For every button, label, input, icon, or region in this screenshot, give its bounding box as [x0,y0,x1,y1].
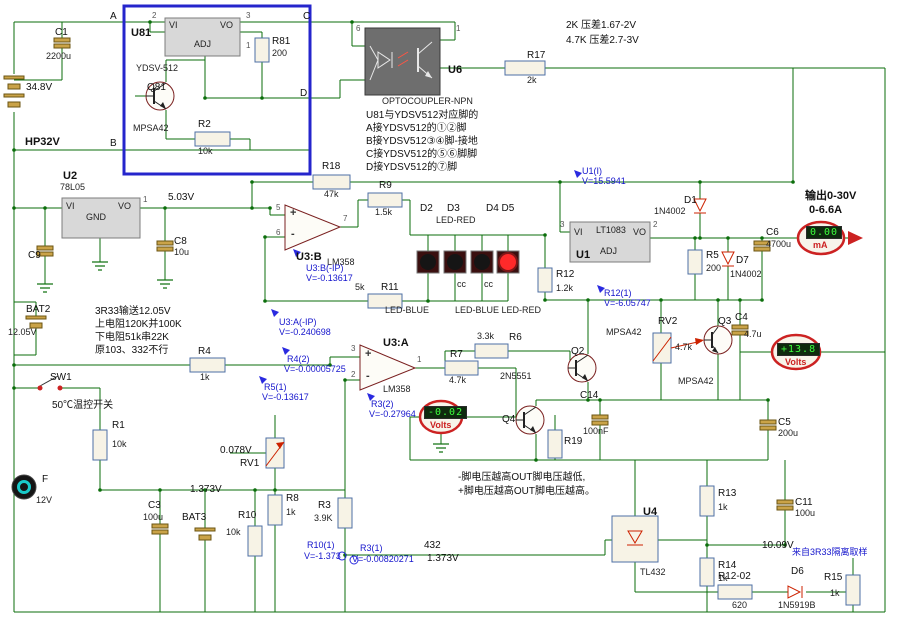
capacitor-c5[interactable] [760,420,776,430]
ground-icon [37,284,53,292]
resistor-r7[interactable] [445,361,478,375]
junction-dots [12,20,795,557]
resistor-r17[interactable] [505,61,545,75]
probe-arrow-icon [367,393,375,401]
resistor-r1202[interactable] [718,585,752,599]
resistor-r19[interactable] [548,430,562,458]
fuse-icon[interactable] [12,475,36,499]
wire [14,300,885,612]
diode-d1[interactable] [694,199,706,213]
resistor-r2[interactable] [195,132,230,146]
wire [14,388,853,612]
battery-bat3[interactable] [195,528,215,540]
resistor-r8[interactable] [268,495,282,525]
capacitor-c1[interactable] [54,38,70,48]
ammeter[interactable] [798,222,844,254]
ground-symbols [37,262,449,452]
diode-d6[interactable] [788,586,802,598]
ic-u81[interactable] [165,18,240,56]
resistor-r12[interactable] [538,268,552,292]
selection-box [124,6,310,174]
probe-arrow-icon [574,170,582,178]
switch-sw1[interactable] [37,376,63,391]
battery-hp32v[interactable] [4,76,24,107]
potentiometer-rv2[interactable] [653,333,704,363]
capacitor-c11[interactable] [777,500,793,510]
probe-arrow-icon [597,285,605,293]
led-d2[interactable] [417,251,439,273]
wire-layer[interactable] [14,22,885,612]
transistor-q81[interactable] [146,82,174,110]
ground-icon [92,262,108,270]
led-d4[interactable] [471,251,493,273]
output-arrow-icon [848,231,863,245]
resistor-r81[interactable] [255,38,269,62]
voltmeter-monitor[interactable] [420,401,462,433]
probe-arrow-icon [259,376,267,384]
capacitor-c3[interactable] [152,524,168,534]
resistor-r1[interactable] [93,430,107,460]
probe-arrow-icon [293,249,301,257]
probe-arrow-icon [282,347,290,355]
probe-arrows[interactable] [259,170,605,564]
capacitor-c8[interactable] [157,241,173,251]
wire [14,22,885,612]
capacitor-c9[interactable] [37,246,53,256]
ground-icon [157,280,173,288]
transistor-q2[interactable] [568,354,596,382]
resistor-r11[interactable] [368,294,402,308]
resistor-r13[interactable] [700,486,714,516]
resistor-r4[interactable] [190,358,225,372]
wire [14,182,848,301]
opamp-u3b[interactable] [285,205,340,250]
led-d3[interactable] [444,251,466,273]
probe-circle-icon [338,552,346,560]
resistor-r6[interactable] [475,344,508,358]
resistor-r18[interactable] [313,175,350,189]
diode-d7[interactable] [722,252,734,266]
resistor-r5[interactable] [688,250,702,274]
resistor-r15[interactable] [846,575,860,605]
ic-u2[interactable] [62,198,140,238]
opamp-u3a[interactable] [360,345,415,390]
probe-arrow-icon [271,309,279,317]
transistor-q4[interactable] [516,406,544,434]
ic-u6-optocoupler[interactable] [365,28,440,95]
voltmeter-output[interactable] [772,335,820,369]
potentiometer-rv1[interactable] [266,438,284,468]
ic-u1[interactable] [570,222,650,262]
led-d5-lit[interactable] [497,251,519,273]
ground-icon [433,444,449,452]
capacitor-c6[interactable] [754,241,770,251]
capacitor-c14[interactable] [592,415,608,425]
capacitor-c4[interactable] [732,325,748,335]
resistor-r9[interactable] [368,193,402,207]
resistor-r10[interactable] [248,526,262,556]
ic-u4-tl432[interactable] [612,516,658,562]
resistor-r3[interactable] [338,498,352,528]
battery-bat2[interactable] [26,316,46,328]
resistor-r14[interactable] [700,558,714,586]
probe-circle-icon [350,556,358,564]
transistor-q3[interactable] [704,326,732,354]
